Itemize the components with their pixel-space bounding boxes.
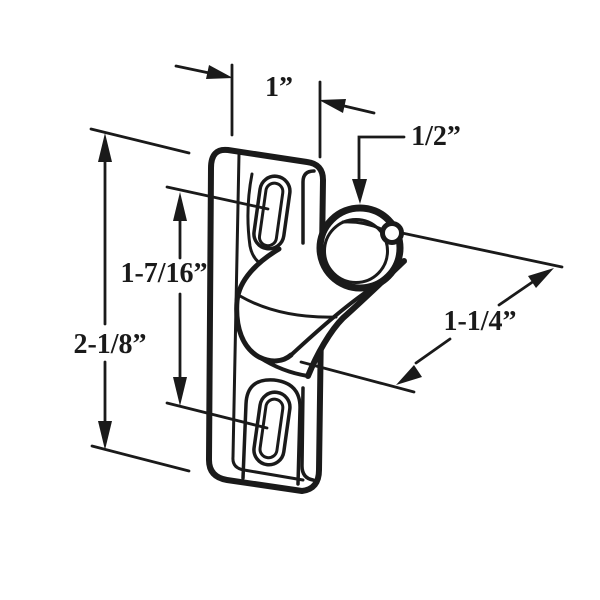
dim-label-height: 2-1/8” <box>73 329 146 360</box>
dim-pin-length-ext-bottom <box>299 360 416 394</box>
bottom-slot-boss <box>241 378 302 486</box>
dim-slot-spacing-leader-top <box>165 185 270 211</box>
pin-underside <box>288 286 374 358</box>
dim-pin-length-ext-top <box>400 231 564 269</box>
dim-height-ext-bottom <box>90 444 191 473</box>
plate-side-strip-bottom <box>300 386 315 482</box>
dim-height-arrowhead-down <box>98 421 112 450</box>
plate-side-strip-top <box>301 169 316 245</box>
pin-boss-bottom <box>257 355 310 378</box>
dim-width-arrow-right-tail <box>338 103 376 115</box>
dim-pin-length-arrowhead-down <box>396 365 422 385</box>
dim-width-arrowhead-right <box>319 99 346 113</box>
dim-slot-spacing-arrowhead-up <box>173 192 187 221</box>
top-slot-inner <box>257 181 285 248</box>
pin-ball-highlight <box>341 220 383 231</box>
pin-collar <box>234 246 282 304</box>
dim-pin-offset-leader <box>357 135 406 184</box>
dim-height-ext-top <box>89 127 191 155</box>
dim-label-width: 1” <box>265 72 293 103</box>
pin-ball-face <box>323 218 389 284</box>
dim-height-arrowhead-up <box>98 133 112 162</box>
top-slot-outer <box>252 174 292 251</box>
dim-label-slot-spacing: 1-7/16” <box>120 258 207 289</box>
dim-label-pin-offset: 1/2” <box>411 121 461 152</box>
dim-slot-spacing-arrowhead-down <box>173 377 187 406</box>
dim-width-arrowhead-left <box>206 65 233 79</box>
dim-pin-length-arrowhead-up <box>528 268 554 288</box>
dim-slot-spacing-leader-bottom <box>165 401 269 430</box>
pin-body-top-edge <box>238 294 338 319</box>
dim-pin-length-arrow-bottom-tail <box>414 337 452 365</box>
pin-ball-bead <box>380 221 404 245</box>
dim-pin-offset-arrowhead <box>352 179 367 204</box>
dim-label-pin-length: 1-1/4” <box>443 306 516 337</box>
dim-pin-length-arrow-top-tail <box>497 279 536 307</box>
